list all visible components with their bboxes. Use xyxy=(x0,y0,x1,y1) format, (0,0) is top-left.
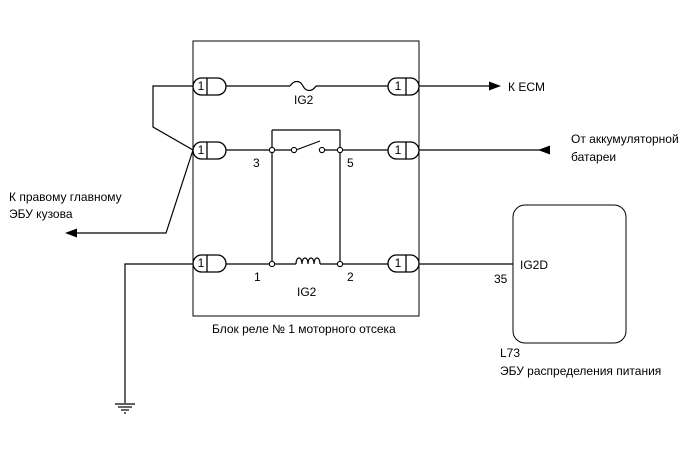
svg-text:1: 1 xyxy=(395,79,402,93)
arrow-to-body-ecu xyxy=(65,228,77,238)
label-relay-block: Блок реле № 1 моторного отсека xyxy=(212,322,396,336)
svg-text:1: 1 xyxy=(395,256,402,270)
relay-coil-symbol xyxy=(295,257,321,265)
jumper-loop xyxy=(152,85,194,151)
switch-node-3 xyxy=(268,146,276,154)
connector-left-row1: 1 xyxy=(192,77,227,96)
wire-ground-run xyxy=(124,263,193,403)
coil-node-1 xyxy=(268,260,276,268)
svg-text:1: 1 xyxy=(198,256,205,270)
svg-text:1: 1 xyxy=(198,79,205,93)
coil-node-2 xyxy=(336,260,344,268)
label-ecu-pin-name: IG2D xyxy=(520,258,548,272)
label-relay-coil: IG2 xyxy=(297,285,317,299)
connector-left-row3: 1 xyxy=(192,254,227,273)
connector-left-row2: 1 xyxy=(192,141,227,160)
connector-right-row1: 1 xyxy=(387,77,420,96)
label-to-body-ecu-1: К правому главному xyxy=(9,190,122,204)
svg-text:1: 1 xyxy=(198,143,205,157)
arrow-from-battery xyxy=(538,145,550,155)
label-relay-pin-2: 2 xyxy=(347,270,354,284)
switch-node-5 xyxy=(336,146,344,154)
label-from-battery-2: батареи xyxy=(571,150,616,164)
arrow-to-ecm xyxy=(489,81,501,91)
relay-switch-contact xyxy=(295,140,321,151)
label-ecu-pin-no: 35 xyxy=(494,272,508,286)
connector-right-row3: 1 xyxy=(387,254,420,273)
label-ecu-code: L73 xyxy=(500,346,520,360)
label-from-battery-1: От аккумуляторной xyxy=(571,132,679,146)
fuse-ig2-symbol xyxy=(289,80,317,92)
switch-pivot xyxy=(290,146,298,154)
svg-text:1: 1 xyxy=(395,143,402,157)
power-ecu-frame xyxy=(512,204,627,344)
wire-to-body-ecu xyxy=(76,149,194,234)
ground-symbol xyxy=(115,403,135,414)
label-relay-pin-1: 1 xyxy=(254,270,261,284)
label-fuse-ig2: IG2 xyxy=(294,93,314,107)
label-to-ecm: К ECM xyxy=(508,80,545,94)
switch-contact xyxy=(318,146,326,154)
label-relay-pin-3: 3 xyxy=(253,156,260,170)
connector-right-row2: 1 xyxy=(387,141,420,160)
label-to-body-ecu-2: ЭБУ кузова xyxy=(9,207,73,221)
label-relay-pin-5: 5 xyxy=(347,156,354,170)
label-ecu-name: ЭБУ распределения питания xyxy=(500,364,661,378)
relay-block-frame xyxy=(192,40,420,317)
